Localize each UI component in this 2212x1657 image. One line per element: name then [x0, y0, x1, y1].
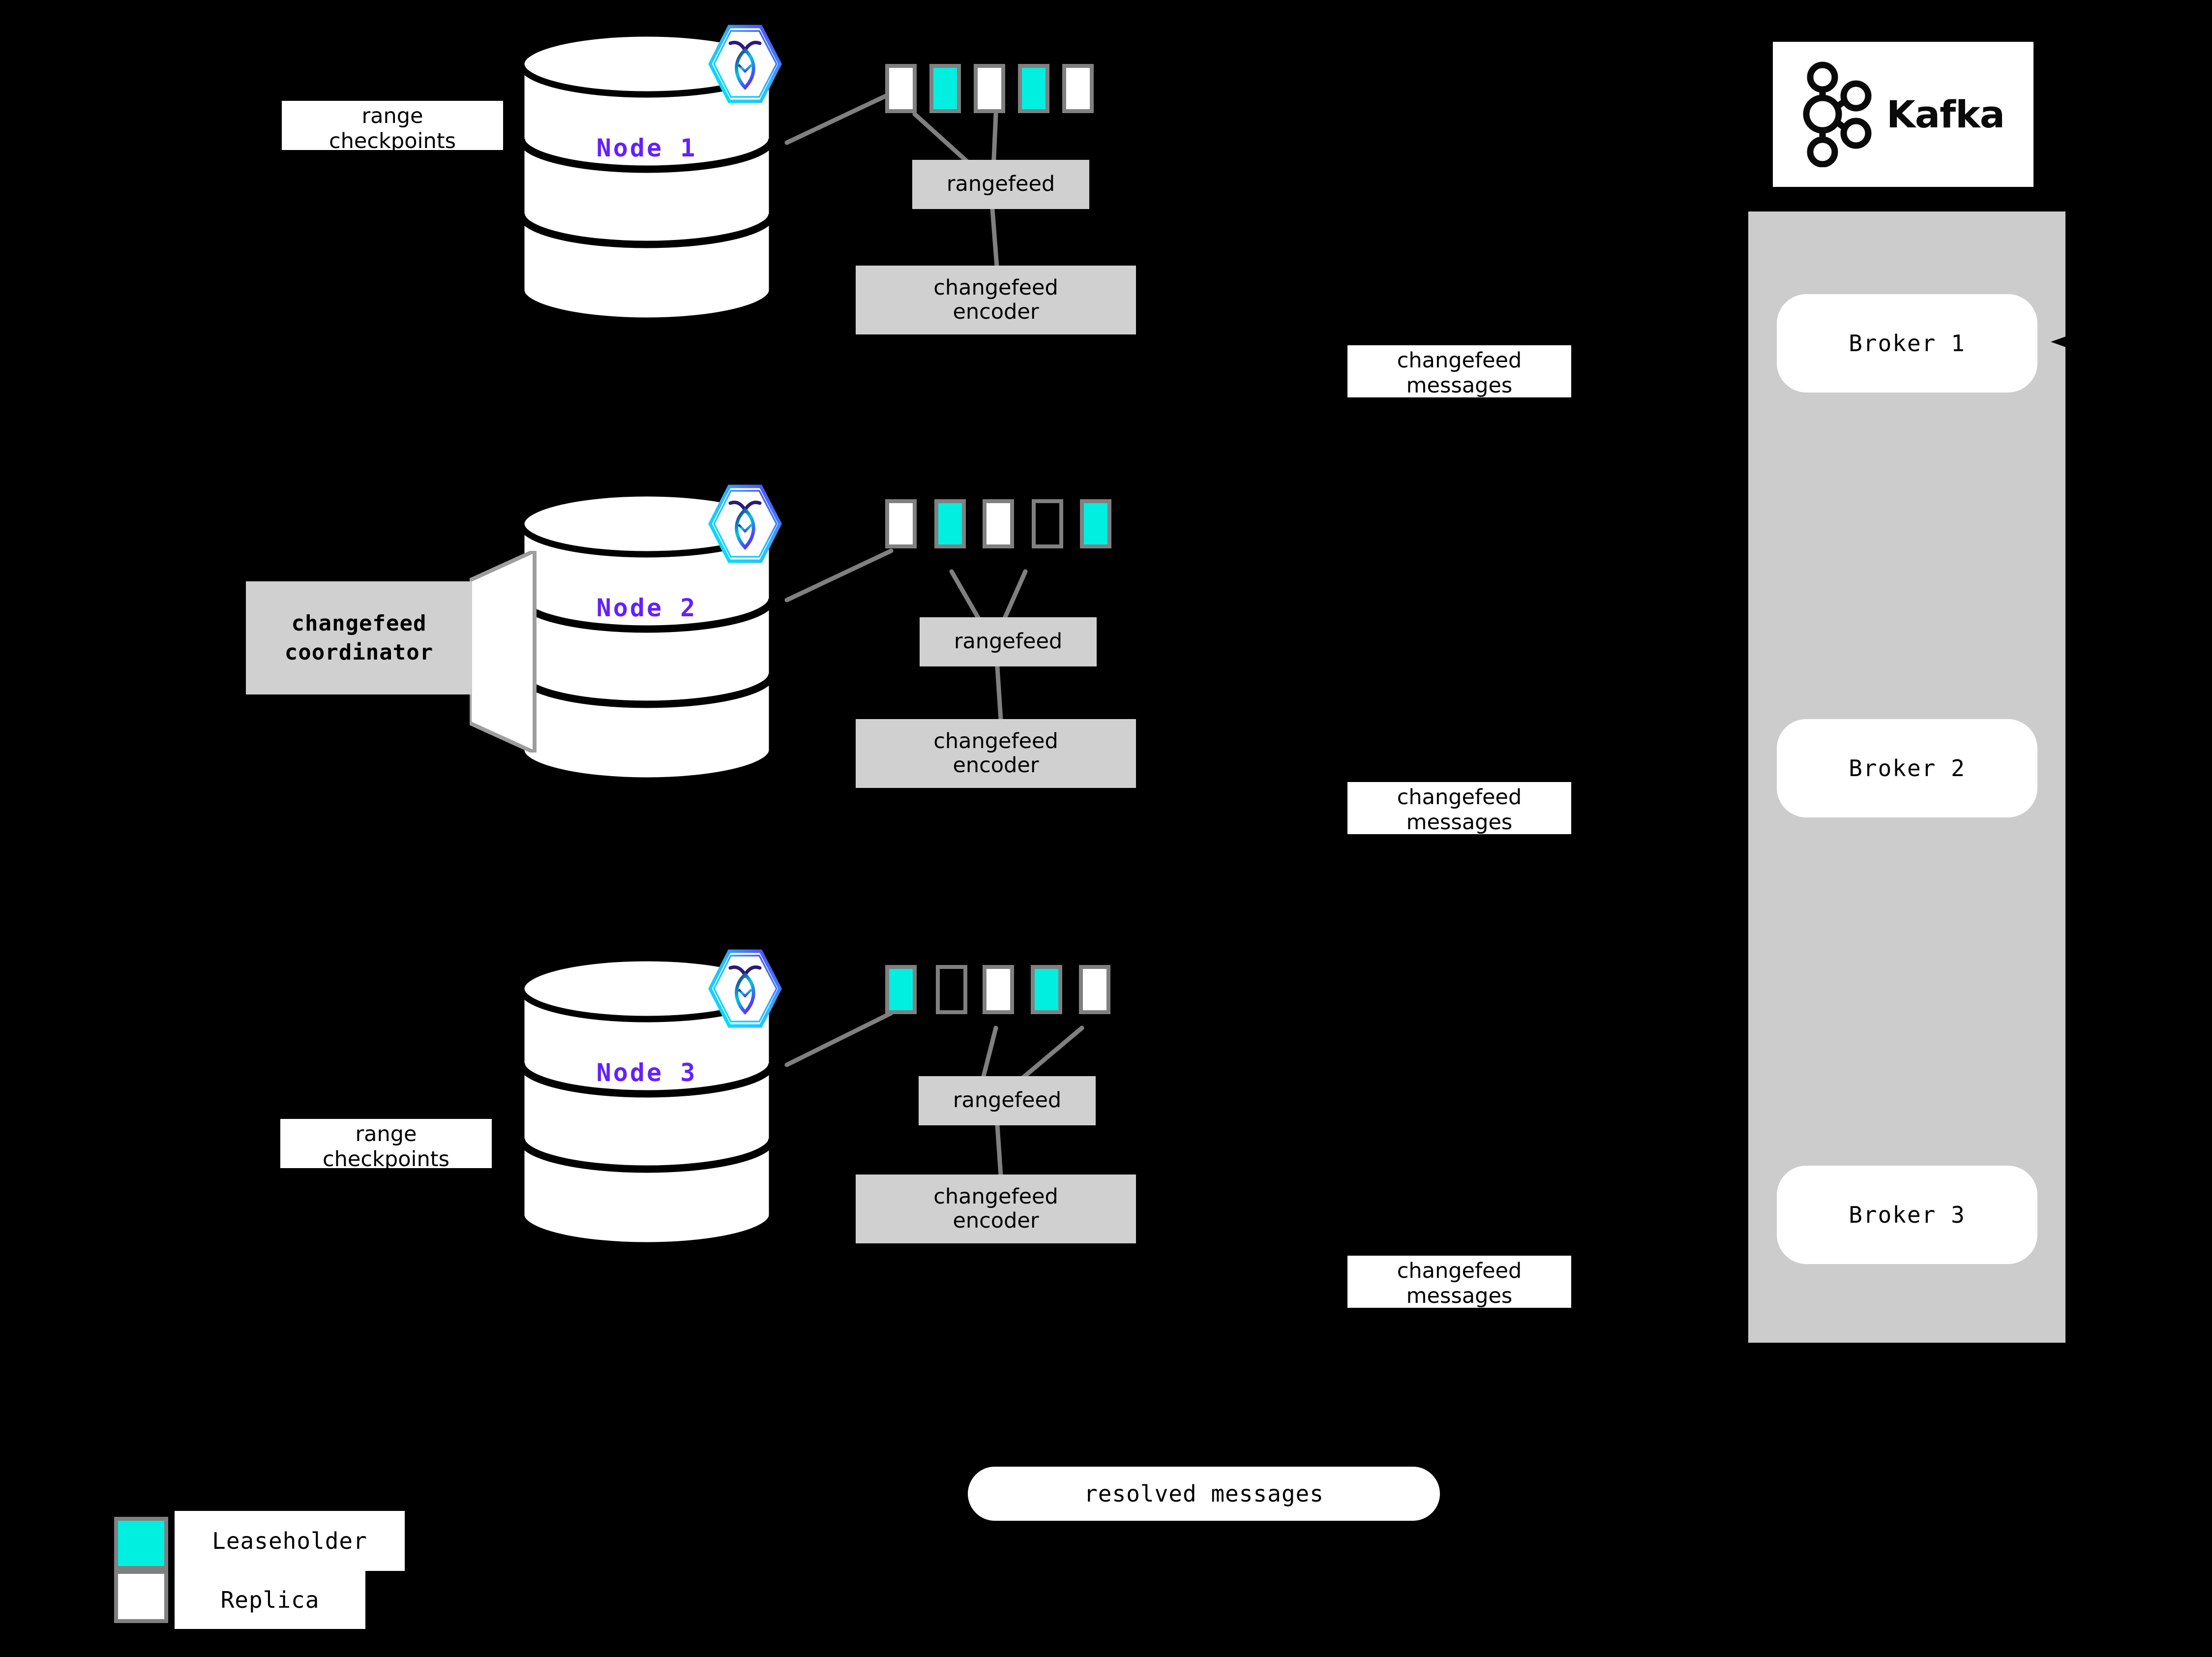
cockroachdb-hex-icon: [708, 949, 782, 1028]
legend-label-leaseholder: Leaseholder: [175, 1511, 405, 1571]
encoder-label-line-2: encoder: [953, 300, 1039, 324]
rangefeed-label: rangefeed: [954, 629, 1063, 654]
resolved-messages-label: resolved messages: [1084, 1480, 1324, 1507]
node2-rangefeed-box[interactable]: rangefeed: [920, 617, 1097, 666]
label-line-1: changefeed: [1397, 785, 1522, 810]
node2-cylinder: Node 2: [516, 489, 777, 784]
encoder-label-line-2: encoder: [953, 1208, 1039, 1233]
cockroachdb-hex-icon: [708, 25, 782, 103]
range-box-replica[interactable]: [983, 499, 1014, 548]
range-box-empty[interactable]: [936, 965, 967, 1014]
kafka-nodes-icon: [1803, 61, 1872, 167]
node1-rangefeed-box[interactable]: rangefeed: [912, 160, 1089, 209]
label-line-2: messages: [1406, 810, 1513, 835]
rangefeed-label: rangefeed: [946, 172, 1055, 197]
coordinator-connector-wedge: [470, 551, 537, 753]
range-box-empty[interactable]: [1032, 499, 1063, 548]
range-box-replica[interactable]: [1062, 64, 1094, 113]
range-box-replica[interactable]: [885, 499, 917, 548]
node1-label: Node 1: [596, 134, 697, 162]
coordinator-label-line-1: changefeed: [291, 610, 427, 636]
coordinator-label-line-2: coordinator: [284, 640, 434, 665]
rangefeed-label: rangefeed: [953, 1088, 1062, 1113]
incoming-arrow-icon: [2051, 331, 2081, 353]
encoder-label-line-1: changefeed: [933, 1184, 1058, 1209]
node3-cylinder: Node 3: [516, 954, 777, 1249]
label-line-2: checkpoints: [323, 1146, 449, 1172]
broker-2-box[interactable]: Broker 2: [1777, 719, 2037, 817]
label-line-2: messages: [1406, 1283, 1513, 1308]
range-box-replica[interactable]: [974, 64, 1005, 113]
node3-changefeed-encoder-box[interactable]: changefeed encoder: [856, 1175, 1136, 1243]
range-box-leaseholder[interactable]: [1031, 965, 1062, 1014]
resolved-messages-pill[interactable]: resolved messages: [968, 1467, 1440, 1521]
node1-cylinder: Node 1: [516, 30, 777, 325]
range-box-replica[interactable]: [1079, 965, 1110, 1014]
encoder-label-line-1: changefeed: [933, 728, 1058, 753]
range-box-leaseholder[interactable]: [1080, 499, 1111, 548]
node3-rangefeed-box[interactable]: rangefeed: [919, 1076, 1096, 1125]
label-line-2: checkpoints: [329, 128, 456, 153]
range-box-leaseholder[interactable]: [1018, 64, 1049, 113]
label-line-2: messages: [1406, 373, 1513, 398]
range-box-replica[interactable]: [885, 64, 917, 113]
legend-swatch-replica: [114, 1570, 168, 1623]
encoder-label-line-2: encoder: [953, 753, 1039, 778]
cockroachdb-hex-icon: [708, 484, 782, 563]
label-line-1: range: [355, 1122, 417, 1146]
changefeed-coordinator-box[interactable]: changefeed coordinator: [246, 581, 472, 694]
range-box-leaseholder[interactable]: [885, 965, 917, 1014]
encoder-label-line-1: changefeed: [933, 275, 1058, 300]
broker-label: Broker 2: [1849, 755, 1966, 782]
broker-3-box[interactable]: Broker 3: [1777, 1166, 2037, 1264]
range-box-replica[interactable]: [983, 965, 1014, 1014]
label-line-1: changefeed: [1397, 348, 1522, 373]
node3-label: Node 3: [596, 1058, 697, 1087]
node1-changefeed-encoder-box[interactable]: changefeed encoder: [856, 266, 1136, 334]
legend-text: Replica: [220, 1587, 320, 1613]
label-line-1: changefeed: [1397, 1259, 1522, 1283]
node2-label: Node 2: [596, 594, 697, 622]
range-box-leaseholder[interactable]: [929, 64, 961, 113]
legend-text: Leaseholder: [212, 1528, 367, 1554]
node2-changefeed-encoder-box[interactable]: changefeed encoder: [856, 719, 1136, 788]
range-box-leaseholder[interactable]: [934, 499, 966, 548]
legend-swatch-leaseholder: [114, 1517, 168, 1570]
kafka-wordmark: Kafka: [1886, 92, 2005, 136]
broker-label: Broker 3: [1849, 1202, 1966, 1228]
broker-label: Broker 1: [1849, 330, 1966, 357]
broker-1-box[interactable]: Broker 1: [1777, 294, 2037, 392]
label-line-1: range: [361, 104, 423, 128]
legend-label-replica: Replica: [175, 1571, 365, 1629]
kafka-logo-box: Kafka: [1773, 42, 2033, 187]
